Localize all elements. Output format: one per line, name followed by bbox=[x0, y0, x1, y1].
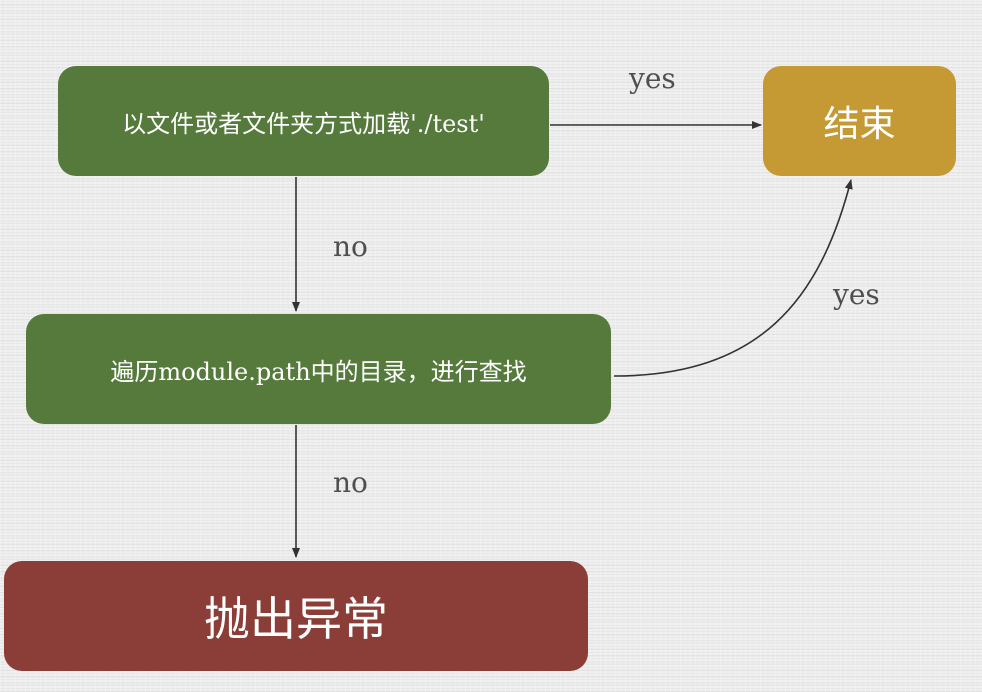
node-search-module-paths: 遍历module.path中的目录，进行查找 bbox=[26, 314, 611, 424]
edge-label-search-to-end: yes bbox=[833, 278, 880, 311]
node-end-label: 结束 bbox=[823, 104, 896, 145]
arrow-search-to-end bbox=[613, 179, 853, 377]
node-end: 结束 bbox=[763, 66, 956, 176]
node-throw-error: 抛出异常 bbox=[4, 561, 588, 671]
node-load-label: 以文件或者文件夹方式加载'./test' bbox=[122, 109, 485, 138]
node-error-label: 抛出异常 bbox=[204, 592, 388, 646]
edge-label-search-to-error: no bbox=[333, 466, 368, 499]
node-search-label: 遍历module.path中的目录，进行查找 bbox=[110, 357, 527, 386]
edge-label-load-to-end: yes bbox=[629, 62, 676, 95]
node-load-as-file-or-folder: 以文件或者文件夹方式加载'./test' bbox=[58, 66, 549, 176]
edge-label-load-to-search: no bbox=[333, 230, 368, 263]
